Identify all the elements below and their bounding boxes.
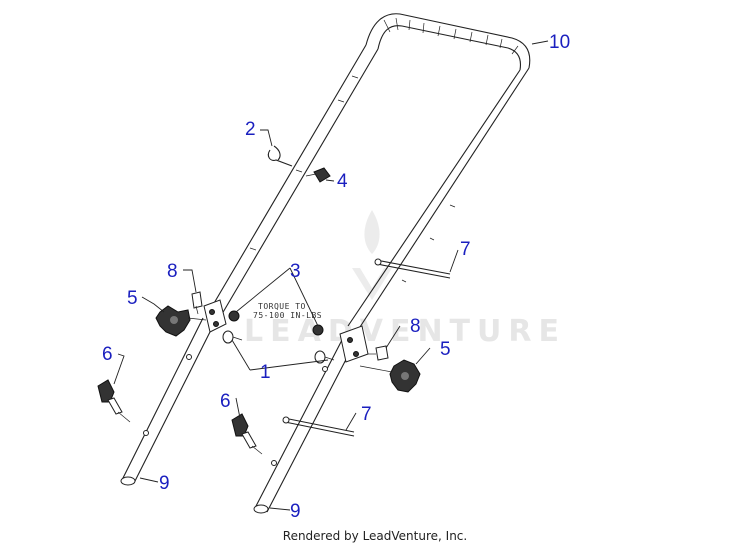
callout-8-left: 8 — [167, 261, 178, 282]
torque-note-line-2: 75-100 IN-LBS — [253, 311, 322, 320]
rod-lower — [282, 416, 355, 437]
nut-right — [312, 324, 324, 336]
knob-right — [359, 359, 421, 393]
callout-3: 3 — [290, 261, 301, 282]
callout-5-right: 5 — [440, 339, 451, 360]
callout-labels: 10 2 4 7 8 3 5 8 5 6 1 6 7 9 9 — [102, 32, 570, 522]
rod-upper — [374, 258, 451, 279]
right-joint-bracket — [339, 325, 369, 363]
callout-2: 2 — [245, 119, 256, 140]
carriage-bolt-left — [222, 330, 243, 344]
callout-10: 10 — [549, 32, 570, 53]
carriage-bolt-right — [314, 350, 335, 364]
callout-6-left: 6 — [102, 344, 113, 365]
cable-clip — [305, 167, 331, 183]
handle-screw-left — [97, 379, 131, 423]
handle-screw-right — [231, 413, 263, 455]
knob-left — [155, 305, 207, 337]
callout-5-left: 5 — [127, 288, 138, 309]
callout-6-right: 6 — [220, 391, 231, 412]
callout-7-upper: 7 — [460, 239, 471, 260]
footer-credit: Rendered by LeadVenture, Inc. — [282, 529, 468, 543]
callout-4: 4 — [337, 171, 348, 192]
left-joint-bracket — [203, 299, 227, 333]
callout-9-left: 9 — [159, 473, 170, 494]
bolt-right — [368, 345, 389, 361]
callout-9-right: 9 — [290, 501, 301, 522]
watermark-text: LEADVENTURE — [244, 314, 566, 349]
callout-1: 1 — [260, 362, 271, 383]
callout-7-lower: 7 — [361, 404, 372, 425]
callout-8-right: 8 — [410, 316, 421, 337]
bolt-left — [191, 291, 203, 315]
lower-handle-right — [253, 339, 355, 514]
torque-note-line-1: TORQUE TO — [258, 302, 306, 311]
upper-handle — [209, 13, 531, 331]
cable-guide — [267, 145, 293, 167]
leader-lines — [113, 40, 549, 511]
leadventure-watermark: LEADVENTURE — [244, 210, 566, 349]
lower-handle-left — [120, 317, 216, 486]
nut-left — [228, 310, 240, 322]
